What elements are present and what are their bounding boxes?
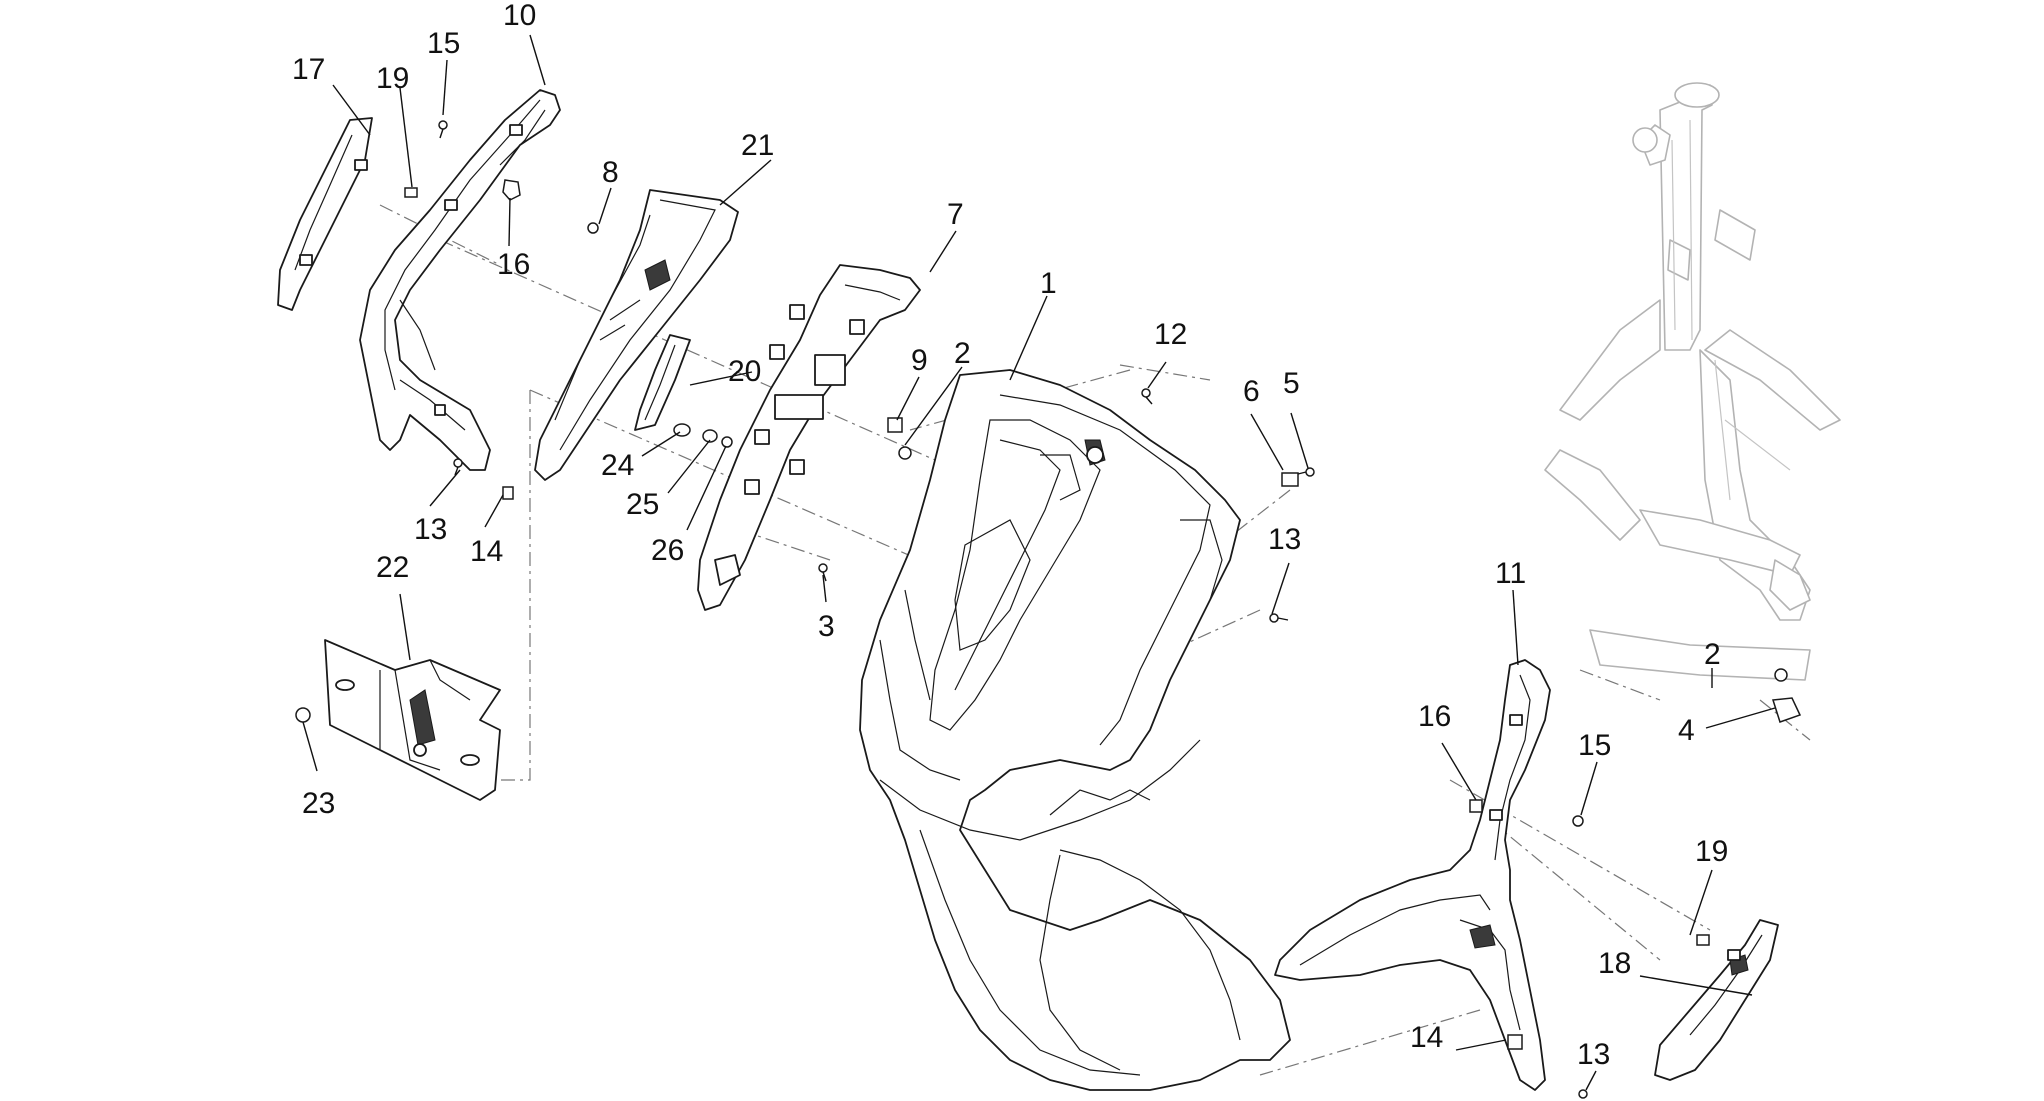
part-11-handlebar-cover: [1274, 659, 1551, 1091]
callout-16: 16: [497, 248, 530, 281]
callout-5: 5: [1283, 367, 1300, 400]
callout-8: 8: [602, 156, 619, 189]
callout-20: 20: [728, 355, 761, 388]
callout-15: 15: [1578, 729, 1611, 762]
callout-2: 2: [954, 337, 971, 370]
callout-13: 13: [414, 513, 447, 546]
callout-23: 23: [302, 787, 335, 820]
callout-15: 15: [427, 27, 460, 60]
callout-13: 13: [1268, 523, 1301, 556]
callout-19: 19: [376, 62, 409, 95]
callout-14: 14: [1410, 1021, 1443, 1054]
callout-12: 12: [1154, 318, 1187, 351]
callout-1: 1: [1040, 267, 1057, 300]
callout-11: 11: [1495, 557, 1526, 590]
callout-10: 10: [503, 0, 536, 32]
callout-labels: 1 2 2 3 4 5 6 7 8 9 10 11 12 13 13 13 14…: [292, 0, 1728, 1071]
callout-6: 6: [1243, 375, 1260, 408]
part-21-grill: [534, 189, 739, 481]
frame-ghost: [1544, 82, 1841, 681]
callout-25: 25: [626, 488, 659, 521]
part-1-front-shield: [859, 369, 1291, 1091]
callout-22: 22: [376, 551, 409, 584]
leader-lines: [302, 34, 1776, 1091]
callout-21: 21: [741, 129, 774, 162]
part-20-plate: [634, 334, 691, 431]
part-18-trim: [1654, 919, 1779, 1081]
callout-9: 9: [911, 344, 928, 377]
part-7-inner-panel: [697, 264, 921, 611]
fasteners: [295, 120, 1802, 1099]
callout-16: 16: [1418, 700, 1451, 733]
callout-24: 24: [601, 449, 634, 482]
part-17-trim: [277, 117, 373, 311]
callout-17: 17: [292, 53, 325, 86]
callout-14: 14: [470, 535, 503, 568]
part-10-handlebar-cover: [359, 89, 561, 471]
part-22-bracket: [324, 639, 501, 801]
callout-7: 7: [947, 198, 964, 231]
callout-18: 18: [1598, 947, 1631, 980]
callout-4: 4: [1678, 714, 1695, 747]
callout-3: 3: [818, 610, 835, 643]
callout-26: 26: [651, 534, 684, 567]
callout-13: 13: [1577, 1038, 1610, 1071]
callout-19: 19: [1695, 835, 1728, 868]
callout-2: 2: [1704, 638, 1721, 671]
